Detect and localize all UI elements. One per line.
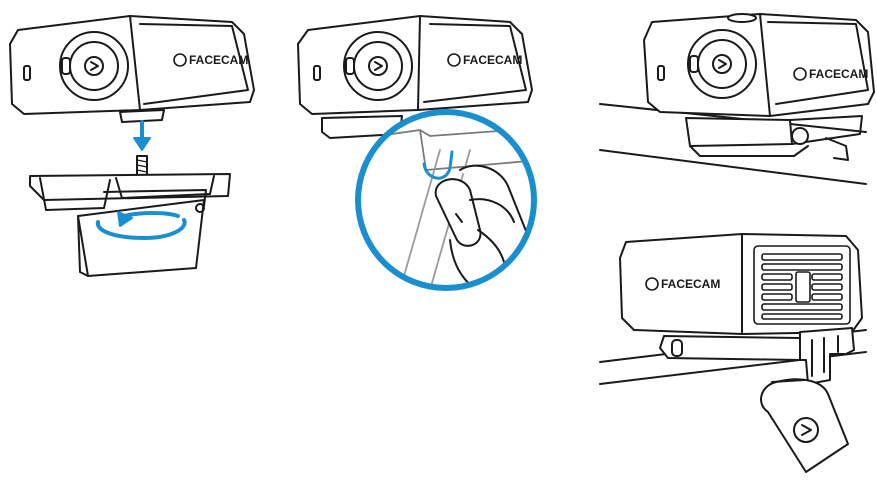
panel-attach-to-mount: FACECAM xyxy=(10,16,254,276)
lens xyxy=(60,32,128,100)
brand-label: FACECAM xyxy=(463,53,522,67)
monitor-mount xyxy=(660,328,854,472)
magnified-detail xyxy=(350,110,540,292)
webcam-front-view: FACECAM xyxy=(10,16,254,122)
webcam-front-view: FACECAM xyxy=(644,14,874,116)
panel-unfold-clip: FACECAM xyxy=(298,16,540,292)
cooling-vents xyxy=(754,246,850,324)
monitor-mount xyxy=(686,116,862,160)
monitor-mount xyxy=(30,174,230,276)
panel-mounted-front: FACECAM xyxy=(600,14,874,184)
webcam-rear-view: FACECAM xyxy=(620,234,862,334)
panel-mounted-rear: FACECAM xyxy=(600,234,866,472)
brand-label: FACECAM xyxy=(809,67,868,81)
brand-label: FACECAM xyxy=(189,53,248,67)
lens xyxy=(688,30,756,98)
lens xyxy=(344,32,412,100)
arrow-down-icon xyxy=(134,122,150,150)
brand-label: FACECAM xyxy=(661,277,720,291)
